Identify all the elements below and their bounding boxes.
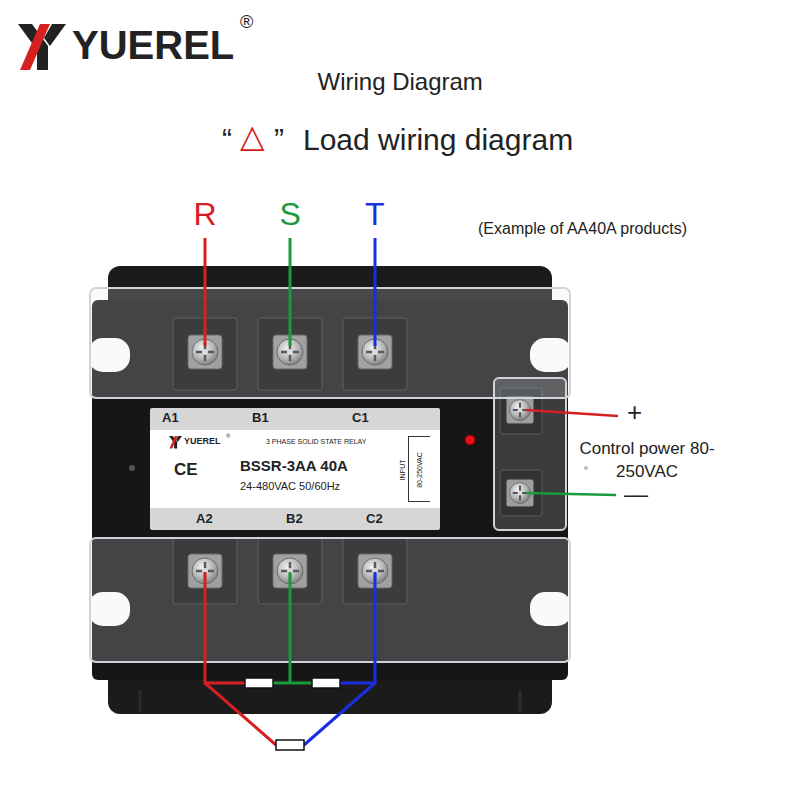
supply-wire (289, 238, 292, 346)
registered-mark: ® (226, 433, 230, 440)
input-bracket: INPUT80-250VAC (408, 436, 430, 502)
phase-label: T (365, 196, 385, 233)
logo-icon (169, 436, 182, 449)
brand-logo: YUEREL (184, 436, 221, 446)
quote-mark: “ (222, 122, 232, 157)
control-wire (526, 410, 618, 416)
subtitle: Load wiring diagram (303, 123, 573, 158)
polarity-sign: + (627, 398, 642, 428)
load-wire (304, 683, 375, 745)
load-wire (205, 683, 276, 745)
clear-cover (494, 378, 566, 530)
quote-mark: ” (274, 122, 284, 157)
logo-icon (170, 436, 178, 448)
relay-housing (584, 466, 588, 470)
load-wire (273, 682, 312, 685)
relay-housing (519, 690, 522, 712)
terminal-name: A1 (162, 411, 179, 426)
supply-wire (204, 238, 207, 346)
terminal-name: C2 (366, 512, 383, 527)
relay-housing (139, 690, 142, 712)
terminal-name: A2 (196, 512, 213, 527)
product-type: 3 PHASE SOLID STATE RELAY (266, 438, 366, 446)
logo-icon (169, 436, 177, 448)
supply-wire (374, 238, 377, 346)
input-label: INPUT (399, 460, 407, 481)
load-wire (205, 572, 245, 683)
ce-mark: CE (174, 460, 198, 480)
terminal-name: B1 (252, 411, 269, 426)
resistor-symbol (245, 678, 340, 750)
example-note: (Example of AA40A products) (478, 220, 687, 238)
relay-nameplate: INPUT80-250VACA1B1C1YUEREL®3 PHASE SOLID… (150, 408, 440, 530)
load-rating: 24-480VAC 50/60Hz (240, 480, 340, 493)
input-rating: 80-250VAC (416, 452, 424, 488)
phase-label: S (280, 196, 301, 233)
brand-logo: YUEREL (72, 22, 234, 68)
control-power-note: Control power 80-250VAC (577, 438, 717, 484)
model-number: BSSR-3AA 40A (240, 457, 348, 474)
resistor-symbol (276, 740, 304, 750)
clear-cover (90, 288, 570, 662)
relay-housing (88, 266, 588, 714)
resistor-symbol (245, 678, 273, 688)
phase-label: R (194, 196, 217, 233)
logo-icon (20, 24, 50, 70)
terminal-name: B2 (286, 512, 303, 527)
polarity-sign: — (624, 480, 648, 508)
logo-icon (18, 24, 66, 70)
resistor-symbol (312, 678, 340, 688)
diagram-title: Wiring Diagram (318, 68, 483, 96)
load-wire (340, 572, 375, 683)
control-wire (526, 493, 616, 495)
relay-housing (129, 465, 135, 471)
delta-symbol: △ (240, 118, 265, 155)
load-wire (205, 572, 375, 745)
load-wire (289, 572, 292, 683)
status-led (465, 435, 475, 445)
terminal-name: C1 (352, 411, 369, 426)
clear-cover (90, 538, 570, 662)
registered-mark: ® (240, 12, 253, 33)
supply-wire (205, 238, 375, 346)
